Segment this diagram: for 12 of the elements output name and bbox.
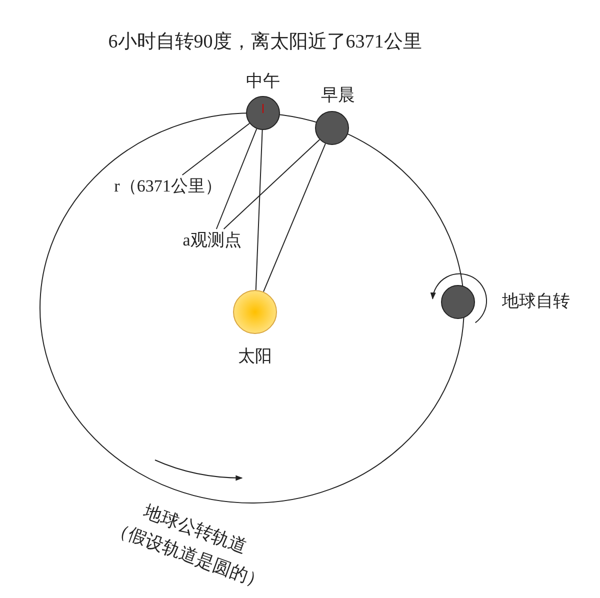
leader-line (182, 122, 250, 176)
node-label: 太阳 (238, 346, 272, 368)
callout-label: a观测点 (182, 230, 242, 250)
node-label: 早晨 (321, 86, 355, 106)
callout-label: r（6371公里） (114, 176, 222, 196)
side-label: 地球自转 (502, 292, 570, 312)
title: 6小时自转90度，离太阳近了6371公里 (108, 30, 422, 54)
node-label: 中午 (246, 72, 280, 92)
line (216, 128, 258, 230)
line (263, 143, 326, 292)
line (255, 129, 263, 291)
line (223, 139, 320, 230)
